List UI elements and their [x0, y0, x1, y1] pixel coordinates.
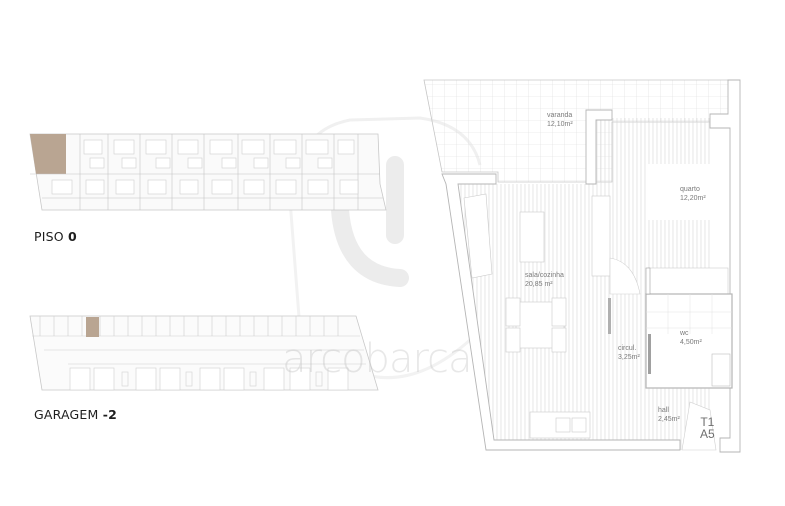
- unit-typology: T1: [700, 415, 715, 429]
- room-area: 20,85 m²: [525, 281, 553, 288]
- room-area: 4,50m²: [680, 339, 702, 346]
- room-area: 3,25m²: [618, 354, 640, 361]
- piso-0-floor-plan: [29, 133, 387, 211]
- watermark-brand-part-1: arco: [282, 336, 366, 382]
- room-name: hall: [658, 407, 669, 414]
- garagem-highlighted-space: [86, 317, 99, 337]
- level-title-number: 0: [67, 229, 77, 244]
- room-label-wc: wc 4,50m²: [680, 329, 702, 347]
- watermark-brand-part-2: barca: [364, 336, 473, 382]
- level-title-prefix: PISO: [34, 229, 68, 244]
- room-label-varanda: varanda 12,10m²: [547, 111, 573, 129]
- unit-designation: T1 A5: [700, 416, 715, 440]
- room-name: circul.: [618, 345, 637, 352]
- garagem-minus-2-floor-plan: [29, 315, 379, 391]
- piso-0-title: PISO 0: [34, 229, 77, 244]
- level-title-prefix: GARAGEM: [34, 407, 103, 422]
- room-name: sala/cozinha: [525, 272, 564, 279]
- room-label-quarto: quarto 12,20m²: [680, 185, 706, 203]
- unit-floor-plan: [423, 79, 741, 453]
- room-name: quarto: [680, 186, 700, 193]
- room-area: 2,45m²: [658, 416, 680, 423]
- garagem-title: GARAGEM -2: [34, 407, 117, 422]
- room-area: 12,20m²: [680, 195, 706, 202]
- room-area: 12,10m²: [547, 121, 573, 128]
- room-label-hall: hall 2,45m²: [658, 406, 680, 424]
- level-title-number: -2: [102, 407, 117, 422]
- watermark-brand: arcobarca: [282, 336, 473, 382]
- room-name: varanda: [547, 112, 573, 119]
- piso-0-highlighted-unit: [30, 134, 66, 174]
- room-name: wc: [680, 330, 689, 337]
- unit-code: A5: [700, 427, 715, 441]
- room-label-circulacao: circul. 3,25m²: [618, 344, 640, 362]
- room-label-sala-cozinha: sala/cozinha 20,85 m²: [525, 271, 564, 289]
